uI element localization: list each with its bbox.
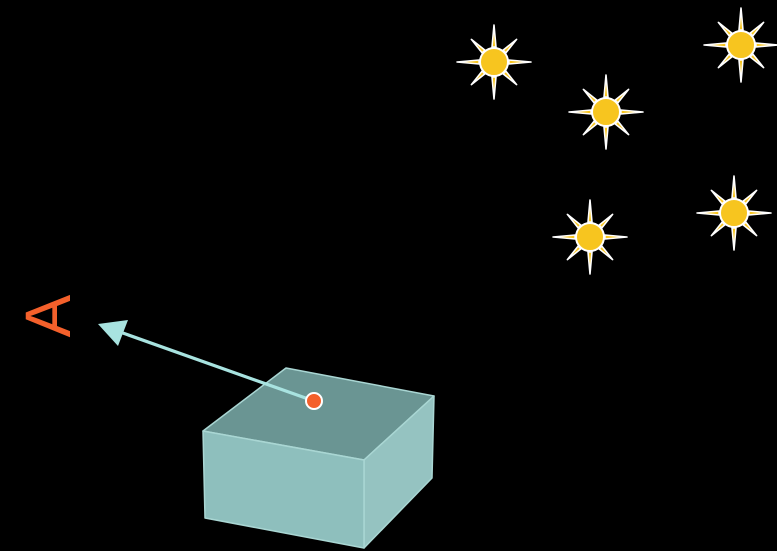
sun-rays	[696, 175, 772, 251]
box-icon	[202, 367, 435, 549]
sun-rays	[703, 7, 777, 83]
sun-core	[591, 97, 621, 127]
sun-core	[719, 198, 749, 228]
sun-icon	[568, 74, 644, 150]
light-sources	[456, 7, 777, 275]
sun-rays	[456, 24, 532, 100]
sun-icon	[696, 175, 772, 251]
eye-glyph-icon: A	[12, 294, 84, 337]
sun-icon	[703, 7, 777, 83]
reflection-arrowhead	[98, 320, 128, 346]
sun-core	[726, 30, 756, 60]
sun-icon	[456, 24, 532, 100]
arrow-icon	[98, 320, 316, 403]
reflection-arrow-shaft	[118, 330, 316, 403]
sun-icon	[552, 199, 628, 275]
sun-core	[575, 222, 605, 252]
box-front-face	[202, 430, 365, 549]
sun-core	[479, 47, 509, 77]
point-marker-icon	[305, 392, 323, 410]
sun-rays	[552, 199, 628, 275]
sun-rays	[568, 74, 644, 150]
